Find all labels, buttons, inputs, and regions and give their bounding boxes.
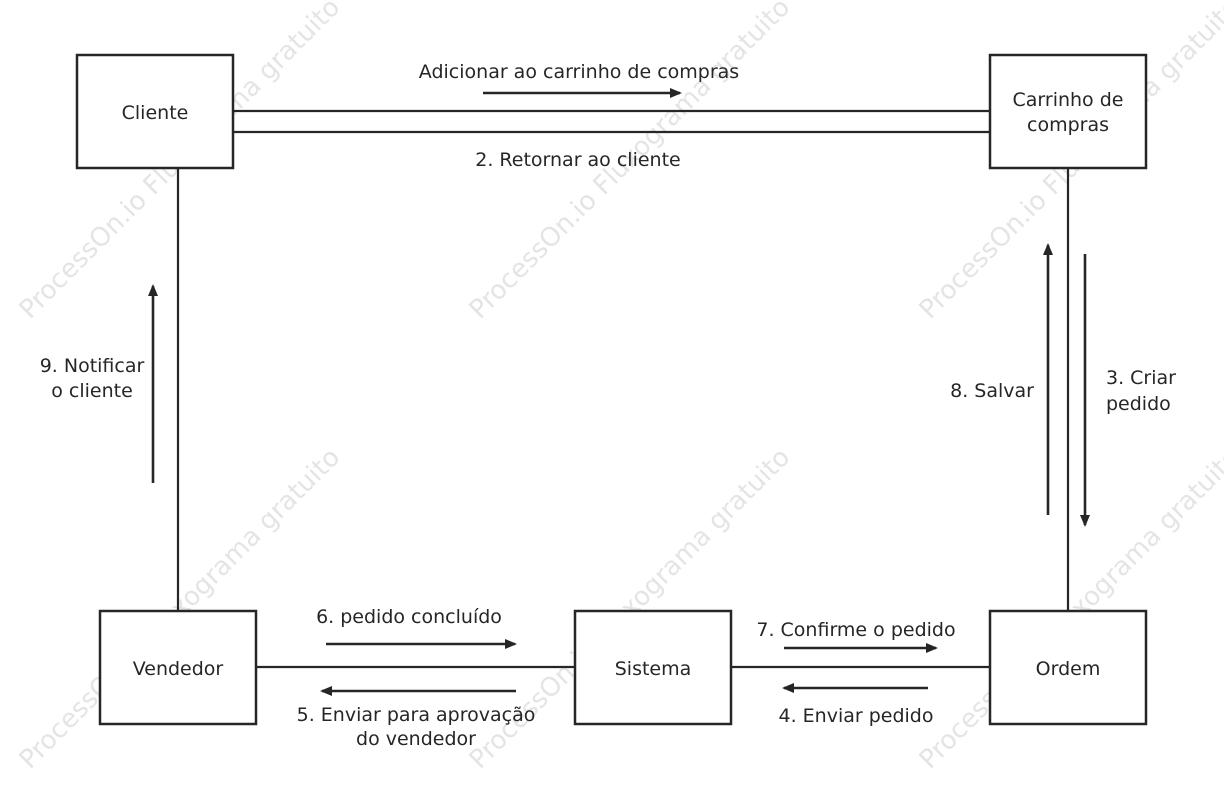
node-carrinho-label-line2: compras bbox=[1027, 114, 1109, 136]
node-cliente-box bbox=[75, 53, 235, 170]
edge-label-add-cart: Adicionar ao carrinho de compras bbox=[419, 61, 739, 83]
node-vendedor[interactable]: Vendedor bbox=[98, 609, 258, 726]
node-cliente-label: Cliente bbox=[122, 102, 189, 124]
edge-label-return-client: 2. Retornar ao cliente bbox=[475, 149, 680, 171]
node-cliente[interactable]: Cliente bbox=[75, 53, 235, 170]
edge-label-send-approval-line2: do vendedor bbox=[356, 728, 476, 750]
node-sistema-box bbox=[573, 609, 733, 726]
edge-label-order-done: 6. pedido concluído bbox=[316, 606, 502, 628]
node-carrinho-box bbox=[988, 53, 1148, 170]
node-ordem[interactable]: Ordem bbox=[988, 609, 1148, 726]
node-vendedor-box bbox=[98, 609, 258, 726]
node-vendedor-label: Vendedor bbox=[133, 658, 224, 680]
direction-arrows bbox=[148, 88, 1090, 696]
node-sistema[interactable]: Sistema bbox=[573, 609, 733, 726]
edge-label-save: 8. Salvar bbox=[950, 380, 1034, 402]
connectors bbox=[176, 109, 1070, 669]
node-ordem-label: Ordem bbox=[1036, 658, 1101, 680]
edge-label-create-order-line2: pedido bbox=[1106, 393, 1171, 415]
node-carrinho-label-line1: Carrinho de bbox=[1013, 89, 1124, 111]
edge-labels: Adicionar ao carrinho de compras 2. Reto… bbox=[40, 61, 1176, 750]
edge-label-send-approval-line1: 5. Enviar para aprovação bbox=[297, 704, 536, 726]
node-ordem-box bbox=[988, 609, 1148, 726]
edge-label-confirm-order: 7. Confirme o pedido bbox=[756, 619, 955, 641]
edge-label-send-order: 4. Enviar pedido bbox=[778, 705, 933, 727]
edge-label-notify-line1: 9. Notificar bbox=[40, 355, 145, 377]
node-carrinho[interactable]: Carrinho de compras bbox=[988, 53, 1148, 170]
edge-label-notify-line2: o cliente bbox=[51, 380, 133, 402]
edge-label-create-order-line1: 3. Criar bbox=[1106, 367, 1176, 389]
node-sistema-label: Sistema bbox=[615, 658, 692, 680]
